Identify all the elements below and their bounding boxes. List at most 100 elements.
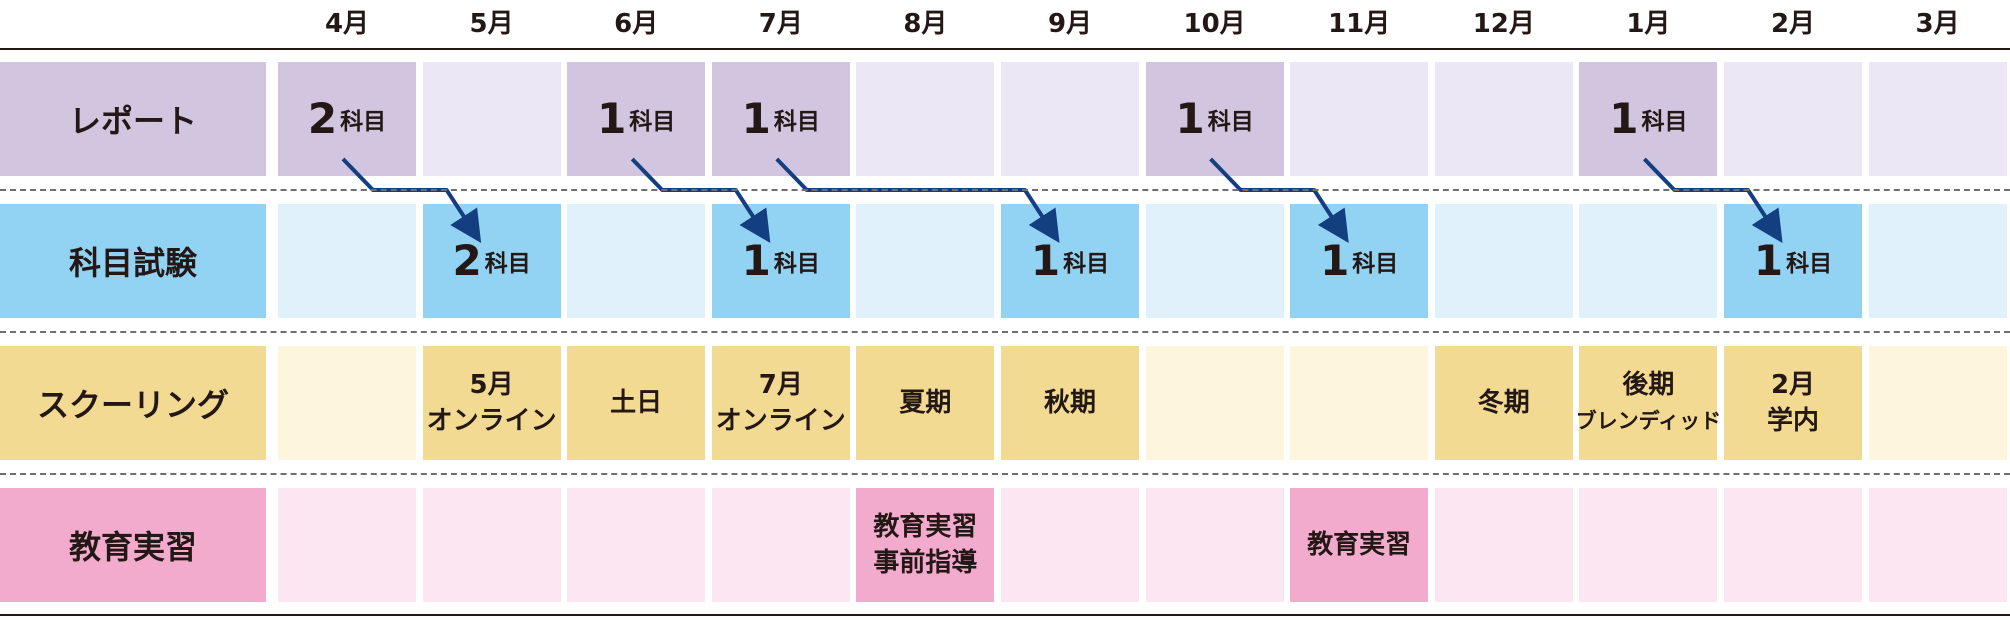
row-label-exam: 科目試験 xyxy=(0,204,266,318)
cell-text-line: オンライン xyxy=(715,406,846,436)
school-cell-month-9: 後期ブレンディッド xyxy=(1576,346,1721,460)
school-cell-month-8: 冬期 xyxy=(1434,346,1573,460)
count-number: 1 xyxy=(1609,94,1639,143)
exam-cell-empty xyxy=(1434,204,1573,318)
month-label-4: 8月 xyxy=(903,9,948,39)
cell-text-line: 土日 xyxy=(610,388,663,418)
cell-text-line: オンライン xyxy=(426,406,557,436)
cell-text-line: 教育実習 xyxy=(1307,530,1412,560)
month-label-7: 11月 xyxy=(1328,9,1391,39)
practice-cell-empty xyxy=(278,488,416,602)
count-unit: 科目 xyxy=(1352,251,1399,277)
flow-arrow-4 xyxy=(1642,157,1783,244)
cell-text-line: 冬期 xyxy=(1477,388,1530,418)
practice-cell-empty xyxy=(1579,488,1718,602)
count-unit: 科目 xyxy=(1063,251,1110,277)
count-number: 2 xyxy=(307,94,338,143)
row-label-school: スクーリング xyxy=(0,346,266,460)
count-unit: 科目 xyxy=(340,109,387,135)
month-label-6: 10月 xyxy=(1183,9,1246,39)
count-unit: 科目 xyxy=(629,109,676,135)
count-unit: 科目 xyxy=(484,251,531,277)
school-cell-empty xyxy=(1868,346,2007,460)
row-label-practice: 教育実習 xyxy=(0,488,266,602)
school-cell-month-1: 5月オンライン xyxy=(422,346,561,460)
row-separator xyxy=(0,189,2010,191)
cell-text-line: 7月 xyxy=(758,370,803,400)
month-label-8: 12月 xyxy=(1472,9,1535,39)
count-number: 1 xyxy=(1030,236,1061,285)
flow-arrow-0 xyxy=(341,157,482,244)
count-unit: 科目 xyxy=(773,109,820,135)
school-cell-month-2: 土日 xyxy=(567,346,706,460)
school-cell-empty xyxy=(1290,346,1429,460)
exam-cell-empty xyxy=(1868,204,2007,318)
school-cell-month-3: 7月オンライン xyxy=(711,346,850,460)
practice-cell-empty xyxy=(1145,488,1284,602)
practice-cell-empty xyxy=(1434,488,1573,602)
school-cell-empty xyxy=(1145,346,1284,460)
cell-text-line: 学内 xyxy=(1766,406,1819,436)
cell-text-line: 夏期 xyxy=(899,388,952,418)
practice-cell-empty xyxy=(1868,488,2007,602)
count-unit: 科目 xyxy=(1786,251,1833,277)
practice-cell-empty xyxy=(711,488,850,602)
month-label-1: 5月 xyxy=(469,9,514,39)
report-cell-empty xyxy=(1724,62,1862,176)
bottom-rule xyxy=(0,614,2010,616)
count-unit: 科目 xyxy=(1641,109,1688,135)
count-unit: 科目 xyxy=(773,251,820,277)
flow-arrow-1 xyxy=(630,157,771,244)
row-separator xyxy=(0,331,2010,333)
month-label-0: 4月 xyxy=(324,9,370,39)
count-number: 1 xyxy=(741,236,771,285)
exam-cell-empty xyxy=(278,204,416,318)
cell-text-line: 教育実習 xyxy=(873,512,978,542)
header-rule xyxy=(0,48,2010,50)
count-number: 2 xyxy=(452,236,482,285)
flow-arrow-2 xyxy=(775,157,1060,244)
practice-cell-empty xyxy=(1724,488,1862,602)
exam-cell-empty xyxy=(567,204,706,318)
report-cell-empty xyxy=(1434,62,1573,176)
month-label-9: 1月 xyxy=(1626,9,1671,39)
exam-cell-empty xyxy=(1145,204,1284,318)
school-cell-month-4: 夏期 xyxy=(856,346,995,460)
count-unit: 科目 xyxy=(1207,109,1254,135)
exam-cell-empty xyxy=(856,204,995,318)
count-number: 1 xyxy=(1320,236,1350,285)
month-label-10: 2月 xyxy=(1770,9,1816,39)
practice-cell-month-7: 教育実習 xyxy=(1290,488,1429,602)
report-cell-empty xyxy=(856,62,995,176)
report-cell-empty xyxy=(1290,62,1429,176)
report-cell-empty xyxy=(422,62,561,176)
month-label-3: 7月 xyxy=(758,9,803,39)
row-separator xyxy=(0,473,2010,475)
practice-cell-month-4: 教育実習事前指導 xyxy=(856,488,995,602)
count-number: 1 xyxy=(741,94,771,143)
cell-text-line: 秋期 xyxy=(1043,388,1096,418)
month-label-5: 9月 xyxy=(1047,9,1093,39)
school-cell-month-10: 2月学内 xyxy=(1724,346,1862,460)
cell-text-line: 2月 xyxy=(1770,370,1816,400)
practice-cell-empty xyxy=(1001,488,1139,602)
cell-text-line: 5月 xyxy=(469,370,514,400)
report-cell-empty xyxy=(1868,62,2007,176)
count-number: 1 xyxy=(1175,94,1205,143)
row-label-report: レポート xyxy=(0,62,266,176)
month-label-2: 6月 xyxy=(614,9,659,39)
month-label-11: 3月 xyxy=(1915,9,1960,39)
flow-arrow-3 xyxy=(1209,157,1349,244)
exam-cell-empty xyxy=(1579,204,1718,318)
